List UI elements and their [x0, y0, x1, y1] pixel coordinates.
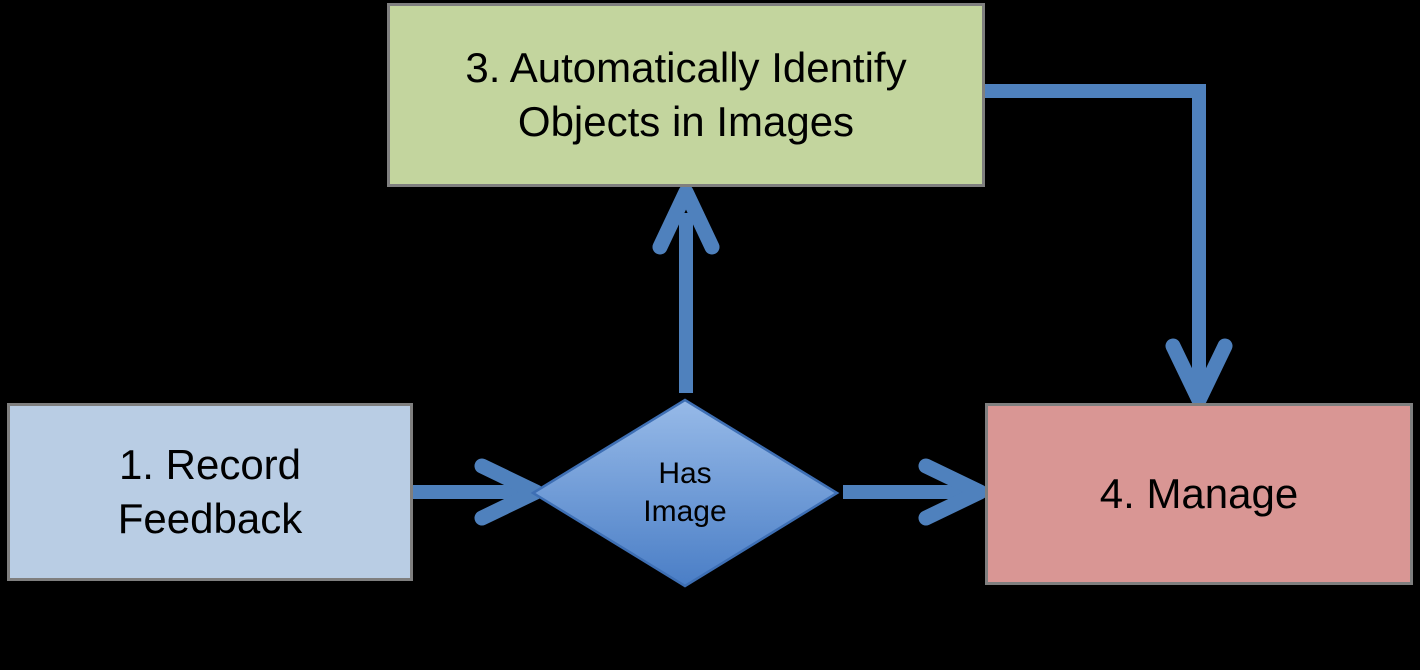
connector-decision-to-manage	[843, 458, 988, 526]
node-has-image-label: Has Image	[643, 456, 727, 528]
node-has-image-decision: Has Image	[585, 440, 785, 546]
connector-identify-to-manage	[985, 84, 1233, 408]
connector-record-to-decision	[413, 458, 544, 526]
connector-decision-to-identify	[652, 184, 720, 393]
arrowhead-down-icon	[1165, 338, 1233, 408]
node-record-feedback-label: 1. Record Feedback	[117, 441, 303, 542]
node-identify-objects: 3. Automatically Identify Objects in Ima…	[387, 3, 985, 187]
connector-shaft	[985, 84, 1206, 383]
arrowhead-up-icon	[652, 184, 720, 255]
decision-diamond-shape	[530, 398, 840, 588]
node-identify-objects-label: 3. Automatically Identify Objects in Ima…	[465, 44, 907, 145]
node-manage: 4. Manage	[985, 403, 1413, 585]
arrowhead-right-icon	[918, 458, 988, 526]
node-record-feedback: 1. Record Feedback	[7, 403, 413, 581]
node-manage-label: 4. Manage	[1099, 470, 1299, 518]
